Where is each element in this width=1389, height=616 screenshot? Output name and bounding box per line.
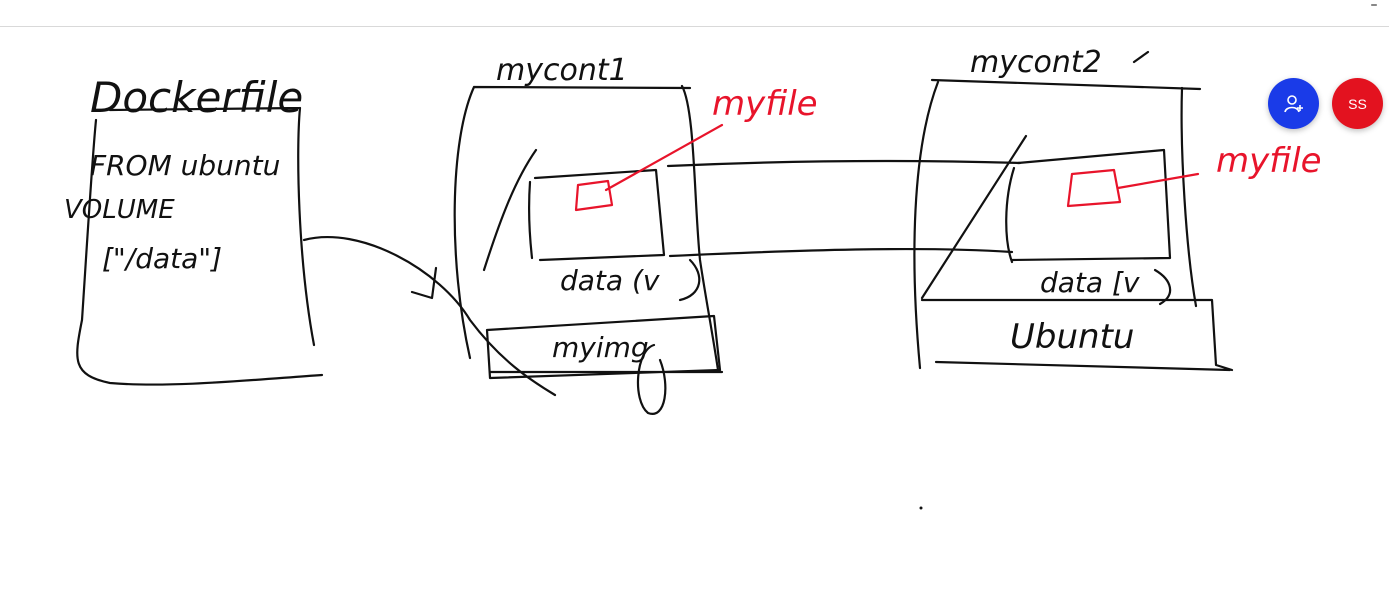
minimize-button[interactable]: – <box>1370 0 1378 13</box>
dockerfile-line-volume: VOLUME <box>64 195 175 225</box>
dockerfile-sketch: Dockerfile FROM ubuntu VOLUME ["/data"] <box>64 73 324 386</box>
container2-outline <box>913 50 1202 370</box>
container1-file-sketch <box>574 123 724 212</box>
container2-image-label: Ubuntu <box>1010 317 1134 357</box>
container1-image-loop <box>636 343 667 415</box>
whiteboard-drawing: Dockerfile FROM ubuntu VOLUME ["/data"] … <box>64 45 1322 510</box>
container2-volume-box <box>920 134 1172 300</box>
add-person-icon <box>1283 94 1303 112</box>
top-bar: – <box>0 0 1389 27</box>
stray-ink-dot <box>919 506 923 510</box>
container1-image-layer <box>485 314 724 380</box>
container2-file-label: myfile <box>1216 141 1322 181</box>
container2-sketch: mycont2 data [v Ubuntu myfile <box>913 45 1322 372</box>
container1-image-label: myimg <box>552 331 649 364</box>
user-avatar[interactable]: SS <box>1332 78 1383 129</box>
container2-image-layer <box>920 298 1234 372</box>
dockerfile-box-outline <box>76 106 324 386</box>
container2-volume-label: data [v <box>1040 266 1140 299</box>
dockerfile-title: Dockerfile <box>90 73 303 122</box>
avatar-initials: SS <box>1348 95 1367 112</box>
container1-volume-bracket <box>678 258 701 302</box>
whiteboard-canvas[interactable]: Dockerfile FROM ubuntu VOLUME ["/data"] … <box>0 27 1389 616</box>
container1-volume-box <box>482 148 666 272</box>
container2-file-sketch <box>1066 168 1200 208</box>
invite-participant-button[interactable] <box>1268 78 1319 129</box>
dockerfile-line-from: FROM ubuntu <box>90 149 280 182</box>
shared-volume-link <box>666 159 1022 258</box>
container1-label: mycont1 <box>496 53 628 88</box>
container1-volume-label: data (v <box>560 264 660 297</box>
dockerfile-line-data: ["/data"] <box>102 242 222 275</box>
container1-file-label: myfile <box>712 84 818 124</box>
container2-label: mycont2 <box>970 45 1102 80</box>
container2-volume-bracket <box>1153 268 1172 306</box>
container1-outline <box>453 84 720 372</box>
container1-sketch: mycont1 data (v myimg myfile <box>453 53 818 415</box>
